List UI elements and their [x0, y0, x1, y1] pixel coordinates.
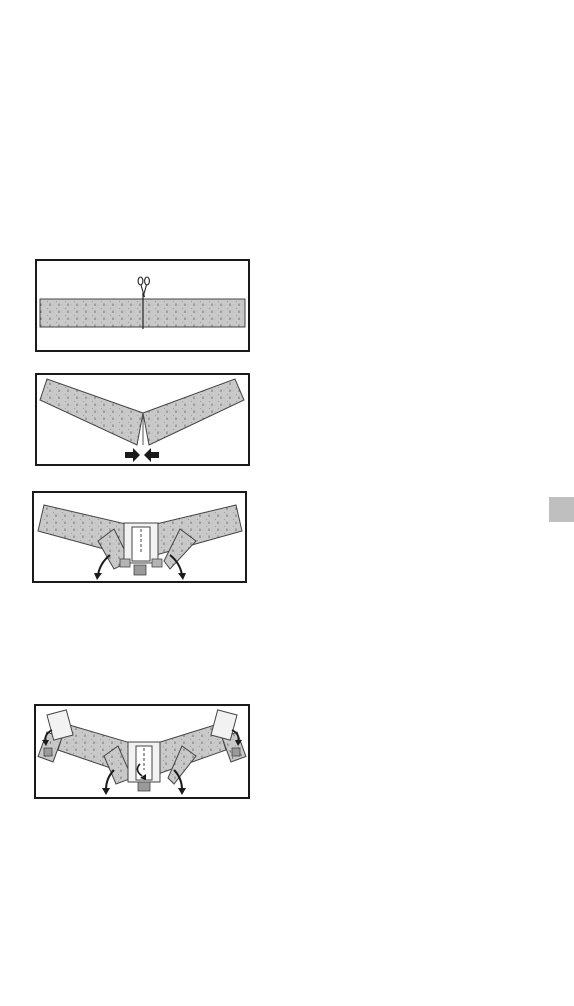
arrow-right-icon: [125, 448, 140, 462]
step-fold-v-panel: [35, 373, 250, 466]
scissors-icon: [138, 277, 149, 297]
step-final-folds-panel: [34, 704, 250, 799]
section-tab: [549, 497, 574, 522]
arrow-left-icon: [144, 448, 159, 462]
step-cut-strip-panel: [35, 259, 250, 352]
step-fold-down-panel: [32, 491, 247, 583]
